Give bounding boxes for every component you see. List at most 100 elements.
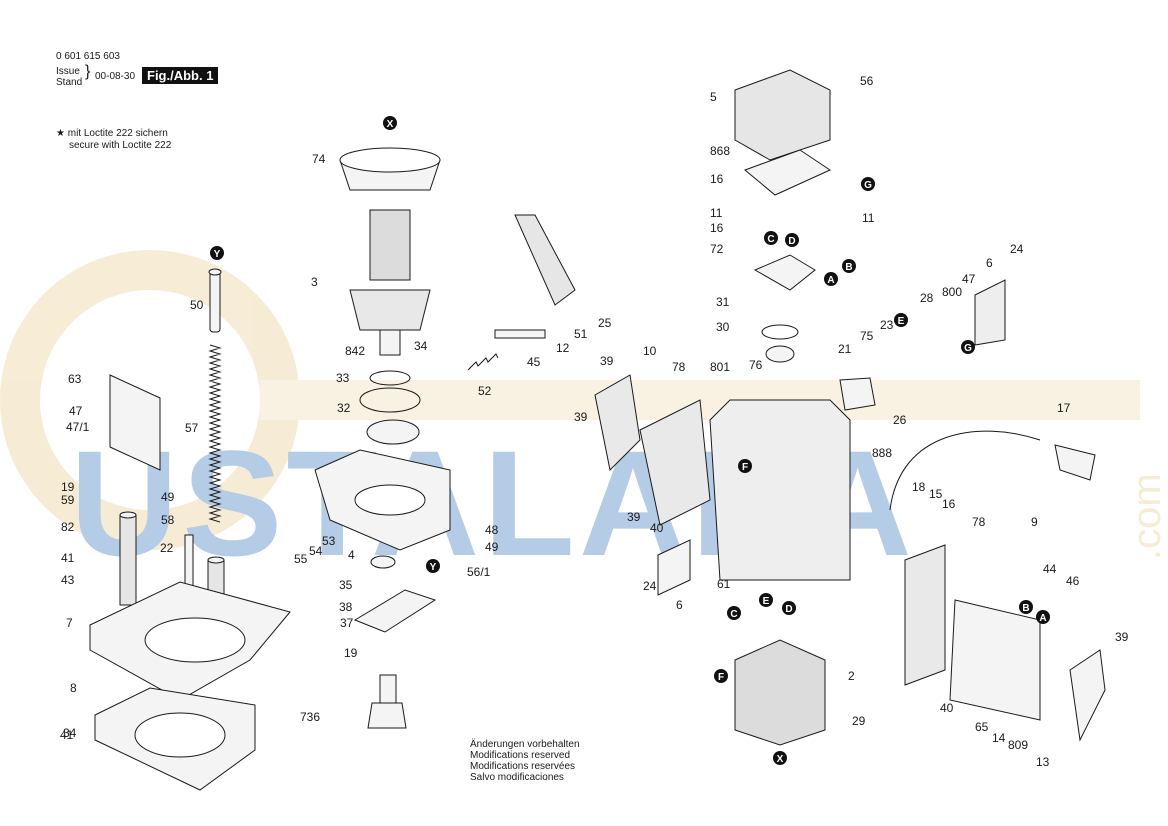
loctite-note-en: secure with Loctite 222 (69, 140, 172, 151)
part-number-label: 17 (1057, 401, 1071, 415)
callout-letter-f: F (738, 459, 752, 473)
svg-text:Y: Y (430, 562, 437, 573)
part-number-label: 47/1 (66, 420, 90, 434)
part-number-label: 34 (63, 726, 77, 740)
svg-text:E: E (898, 316, 905, 327)
part-number-label: 800 (942, 285, 962, 299)
callout-letter-a: A (824, 272, 838, 286)
washer-33 (369, 370, 411, 386)
part-number-label: 9 (1031, 515, 1038, 529)
part-number-label: 41 (60, 728, 74, 742)
part-number-label: 25 (598, 316, 612, 330)
part-number-label: 736 (300, 710, 320, 724)
callout-letter-c: C (764, 231, 778, 245)
part-number-label: 43 (61, 573, 75, 587)
part-number-label: 33 (336, 371, 350, 385)
part-number-label: 75 (860, 329, 874, 343)
cover-40 (639, 399, 711, 526)
depth-scale-63 (109, 374, 161, 471)
svg-text:D: D (788, 236, 795, 247)
part-number-label: 40 (940, 701, 954, 715)
cover-39 (594, 374, 641, 472)
part-number-label: 30 (716, 320, 730, 334)
part-number-label: 26 (893, 413, 907, 427)
part-number-label: 46 (1066, 574, 1080, 588)
switch-housing (904, 544, 1041, 721)
part-number-label: 868 (710, 144, 730, 158)
part-number-label: 35 (339, 578, 353, 592)
guide-rod-50 (208, 268, 222, 333)
armature-3 (349, 209, 431, 356)
part-number-label: 809 (1008, 738, 1028, 752)
part-number-label: 10 (643, 344, 657, 358)
svg-text:F: F (742, 462, 748, 473)
cable-17 (889, 430, 1096, 511)
callout-letter-g: G (961, 340, 975, 354)
changes-note-es: Salvo modificaciones (470, 772, 564, 783)
svg-text:B: B (845, 262, 852, 273)
part-number-label: 19 (344, 646, 358, 660)
part-number-label: 23 (880, 318, 894, 332)
callout-letter-c: C (727, 606, 741, 620)
part-number-label: 11 (710, 206, 723, 220)
watermark-suffix: .com (1125, 473, 1168, 560)
brace-glyph: } (85, 63, 91, 80)
part-number-label: 842 (345, 344, 365, 358)
spring-57 (208, 344, 222, 523)
callout-letter-e: E (894, 313, 908, 327)
stator-2 (734, 639, 826, 746)
brush-holder-72 (753, 254, 816, 291)
part-number-label: 48 (485, 523, 499, 537)
part-number-label: 888 (872, 446, 892, 460)
part-number-label: 22 (160, 541, 174, 555)
part-number-label: 47 (69, 404, 83, 418)
svg-text:C: C (730, 609, 737, 620)
svg-text:X: X (777, 754, 784, 765)
plate-38 (353, 589, 437, 633)
part-number-label: 74 (312, 152, 326, 166)
part-number-label: 78 (672, 360, 686, 374)
brush-plate-24 (974, 279, 1006, 346)
base-plate-7 (89, 581, 291, 701)
board-868 (744, 149, 832, 196)
pad-6 (657, 539, 691, 596)
part-number-label: 51 (574, 327, 588, 341)
part-number-label: 76 (749, 358, 763, 372)
part-number-label: 78 (972, 515, 986, 529)
svg-text:G: G (964, 343, 972, 354)
changes-note-en: Modifications reserved (470, 750, 571, 761)
part-number-label: 50 (190, 298, 204, 312)
callout-letter-b: B (1019, 600, 1033, 614)
issue-label: Issue (56, 66, 80, 77)
part-number-label: 11 (862, 211, 875, 225)
part-number-label: 40 (650, 521, 664, 535)
callout-letter-y: Y (426, 559, 440, 573)
svg-text:D: D (785, 604, 792, 615)
bearing-32 (359, 387, 421, 445)
part-number-label: 72 (710, 242, 724, 256)
changes-note-fr: Modifications reservées (470, 761, 576, 772)
part-number-label: 39 (627, 510, 641, 524)
svg-text:A: A (827, 275, 834, 286)
callout-letter-x: X (383, 116, 397, 130)
cap-5 (734, 69, 831, 161)
part-number-label: 2 (848, 669, 855, 683)
callout-letter-a: A (1036, 610, 1050, 624)
sliding-plate-8 (94, 687, 256, 791)
part-number-label: 44 (1043, 562, 1057, 576)
part-number-label: 56 (860, 74, 874, 88)
fan-guard-74 (339, 147, 441, 191)
part-number-label: 38 (339, 600, 353, 614)
cover-39-right (1069, 649, 1106, 742)
svg-text:A: A (1039, 613, 1046, 624)
part-number-label: 29 (852, 714, 866, 728)
changes-note-de: Änderungen vorbehalten (470, 739, 580, 750)
part-number-label: 3 (311, 275, 318, 289)
part-number-label: 34 (414, 339, 428, 353)
part-number-label: 16 (710, 172, 724, 186)
part-number-label: 59 (61, 493, 75, 507)
bearing-30 (765, 345, 795, 363)
part-number-label: 32 (337, 401, 351, 415)
